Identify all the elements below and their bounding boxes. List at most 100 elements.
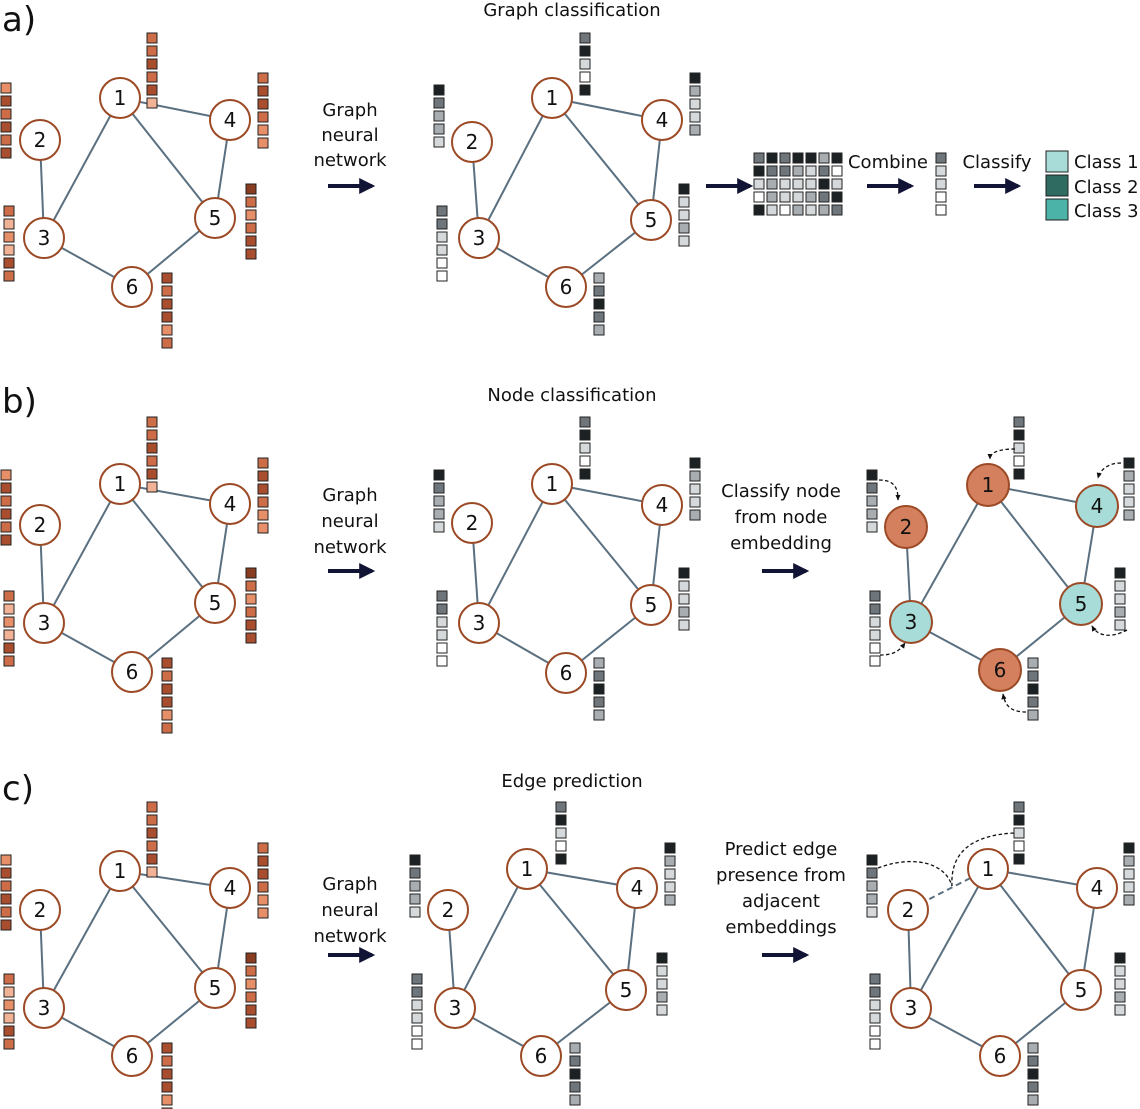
feature-cell — [689, 470, 701, 482]
node-label: 2 — [442, 898, 455, 922]
node-label: 2 — [34, 128, 47, 152]
graph-node: 1 — [967, 848, 1009, 890]
feature-cell — [0, 95, 12, 107]
graph-node: 6 — [111, 1035, 153, 1077]
feature-cell — [593, 272, 605, 284]
node-circle — [99, 850, 141, 892]
graph-node: 4 — [209, 99, 251, 141]
feature-vector — [257, 457, 269, 534]
node-circle — [890, 987, 932, 1029]
node-circle — [427, 889, 469, 931]
feature-cell — [869, 590, 881, 602]
feature-vector — [257, 842, 269, 919]
node-circle — [630, 584, 672, 626]
feature-vector — [766, 152, 778, 216]
feature-cell — [161, 709, 173, 721]
graph-node: 1 — [99, 77, 141, 119]
feature-cell — [869, 1038, 881, 1050]
feature-cell — [146, 468, 158, 480]
feature-cell — [664, 842, 676, 854]
node-label: 2 — [34, 513, 47, 537]
feature-cell — [689, 111, 701, 123]
gnn-step-label: Graph neural network — [313, 485, 387, 558]
feature-vector — [0, 82, 12, 159]
graph-node: 1 — [99, 463, 141, 505]
feature-cell — [245, 222, 257, 234]
feature-vector — [779, 152, 791, 216]
feature-cell — [146, 58, 158, 70]
feature-cell — [409, 893, 421, 905]
feature-cell — [146, 814, 158, 826]
feature-cell — [805, 165, 817, 177]
graph-node: 5 — [194, 582, 236, 624]
feature-cell — [409, 854, 421, 866]
feature-cell — [257, 496, 269, 508]
feature-cell — [146, 853, 158, 865]
feature-cell — [257, 842, 269, 854]
feature-cell — [257, 72, 269, 84]
feature-cell — [245, 952, 257, 964]
feature-cell — [1123, 470, 1135, 482]
feature-cell — [436, 257, 448, 269]
feature-vector — [1123, 457, 1135, 521]
feature-cell — [766, 165, 778, 177]
feature-cell — [436, 616, 448, 628]
feature-cell — [0, 521, 12, 533]
node-circle — [451, 121, 493, 163]
feature-cell — [1013, 827, 1025, 839]
feature-cell — [869, 655, 881, 667]
feature-cell — [935, 191, 947, 203]
feature-cell — [161, 298, 173, 310]
feature-cell — [866, 521, 878, 533]
panel-title: Graph classification — [483, 0, 660, 21]
feature-cell — [146, 827, 158, 839]
feature-vector — [1123, 842, 1135, 906]
node-label: 3 — [449, 996, 462, 1020]
node-circle — [209, 99, 251, 141]
feature-cell — [3, 642, 15, 654]
node-circle — [434, 987, 476, 1029]
feature-cell — [689, 483, 701, 495]
feature-vector — [257, 72, 269, 149]
node-label: 4 — [1091, 494, 1104, 518]
feature-cell — [146, 455, 158, 467]
gnn-label-line: network — [313, 926, 387, 947]
feature-cell — [792, 178, 804, 190]
feature-cell — [935, 152, 947, 164]
feature-cell — [1027, 1081, 1039, 1093]
feature-cell — [805, 204, 817, 216]
feature-cell — [869, 642, 881, 654]
node-label: 1 — [521, 857, 534, 881]
feature-cell — [593, 670, 605, 682]
feature-cell — [1027, 657, 1039, 669]
feature-cell — [818, 178, 830, 190]
feature-cell — [146, 866, 158, 878]
feature-vector — [436, 590, 448, 667]
feature-cell — [146, 481, 158, 493]
feature-cell — [593, 298, 605, 310]
feature-cell — [1114, 619, 1126, 631]
pointer-arrow-icon — [877, 860, 953, 887]
pointer-arrow-icon — [1001, 693, 1027, 713]
feature-cell — [1123, 855, 1135, 867]
feature-cell — [436, 231, 448, 243]
feature-cell — [0, 469, 12, 481]
graph-node: 6 — [111, 651, 153, 693]
feature-cell — [1013, 455, 1025, 467]
graph-node: 6 — [545, 266, 587, 308]
node-label: 4 — [224, 492, 237, 516]
feature-vector — [689, 457, 701, 521]
feature-cell — [831, 191, 843, 203]
feature-vector — [409, 854, 421, 918]
gnn-label-line: neural — [321, 125, 378, 146]
feature-cell — [678, 222, 690, 234]
feature-cell — [161, 1042, 173, 1054]
node-circle — [19, 119, 61, 161]
node-label: 3 — [38, 996, 51, 1020]
node-circle — [19, 889, 61, 931]
feature-cell — [0, 867, 12, 879]
node-label: 6 — [560, 275, 573, 299]
node-label: 4 — [631, 876, 644, 900]
